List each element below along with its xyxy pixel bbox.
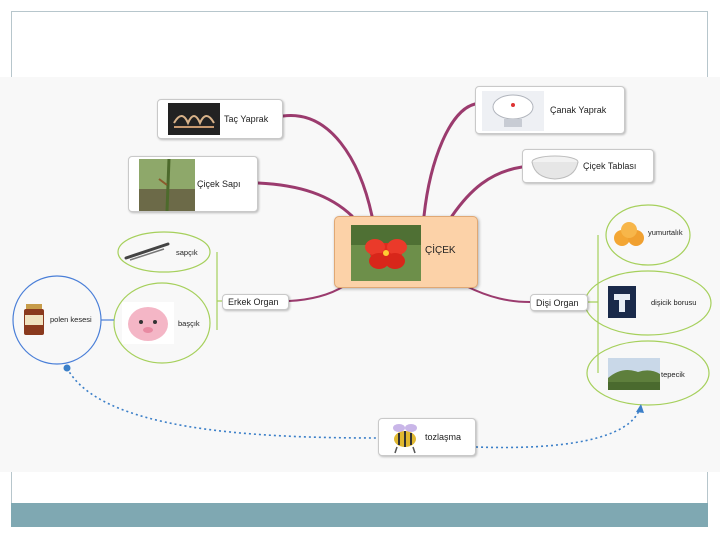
node-disi-organ[interactable]: Dişi Organ [530, 294, 588, 311]
node-tozlasma[interactable]: tozlaşma [378, 418, 476, 456]
node-yumurtalik[interactable]: yumurtalık [610, 218, 690, 252]
branch-erkek-organ [288, 285, 345, 302]
label-canak-yaprak: Çanak Yaprak [550, 105, 607, 115]
label-yumurtalik: yumurtalık [648, 228, 683, 237]
relationship-start-dot [63, 364, 71, 372]
hill-image [608, 358, 660, 390]
label-disi-organ: Dişi Organ [536, 298, 579, 308]
label-tepecik: tepecik [661, 370, 685, 379]
label-erkek-organ: Erkek Organ [228, 297, 279, 307]
boundary-tepecik [586, 340, 710, 406]
label-disicik-borusu: dişicik borusu [651, 298, 697, 307]
label-cicek-tablasi: Çiçek Tablası [583, 161, 637, 171]
branch-tac-yaprak [281, 114, 374, 218]
node-cicek-sapi[interactable]: Çiçek Sapı [128, 156, 258, 212]
jar-image [22, 302, 46, 336]
hat-image [122, 302, 174, 344]
label-sapcik: sapçık [176, 248, 198, 257]
branch-cicek-sapi [256, 181, 354, 218]
hibiscus-image [351, 225, 421, 281]
node-canak-yaprak[interactable]: Çanak Yaprak [475, 86, 625, 134]
crown-image [168, 103, 220, 135]
footer-bar [11, 503, 708, 527]
label-tozlasma: tozlaşma [425, 432, 462, 442]
node-erkek-organ[interactable]: Erkek Organ [222, 294, 289, 310]
boundary-bascik [113, 282, 211, 364]
node-tac-yaprak[interactable]: Taç Yaprak [157, 99, 283, 139]
boundary-sapcik [117, 231, 211, 273]
node-disicik-borusu[interactable]: dişicik borusu [608, 286, 704, 320]
pipe-image [608, 286, 636, 318]
branch-erkek-sub [216, 252, 222, 330]
apricots-image [610, 220, 650, 250]
node-polen-kesesi[interactable]: polen kesesi [22, 302, 100, 338]
boundary-yumurtalik [605, 204, 691, 266]
stick-image [124, 240, 172, 262]
label-cicek-sapi: Çiçek Sapı [197, 179, 241, 189]
bee-image [387, 421, 423, 455]
label-polen-kesesi: polen kesesi [50, 315, 92, 324]
node-cicek-tablasi[interactable]: Çiçek Tablası [522, 149, 654, 183]
stem-image [139, 159, 195, 211]
central-node[interactable]: ÇİÇEK [334, 216, 478, 288]
label-bascik: başçık [178, 319, 200, 328]
node-bascik[interactable]: başçık [122, 302, 208, 344]
relationship-tozlasma [66, 367, 641, 449]
node-tepecik[interactable]: tepecik [608, 358, 690, 390]
branch-cicek-tablasi [450, 165, 524, 218]
satellite-dish-image [482, 91, 544, 131]
branch-disi-sub [588, 235, 599, 373]
bowl-image [529, 152, 581, 182]
node-sapcik[interactable]: sapçık [124, 236, 210, 268]
branch-disi-organ [465, 285, 531, 303]
label-tac-yaprak: Taç Yaprak [224, 114, 269, 124]
relationship-arrow [636, 404, 644, 413]
central-label: ÇİÇEK [425, 245, 456, 256]
branch-canak-yaprak [422, 102, 477, 218]
